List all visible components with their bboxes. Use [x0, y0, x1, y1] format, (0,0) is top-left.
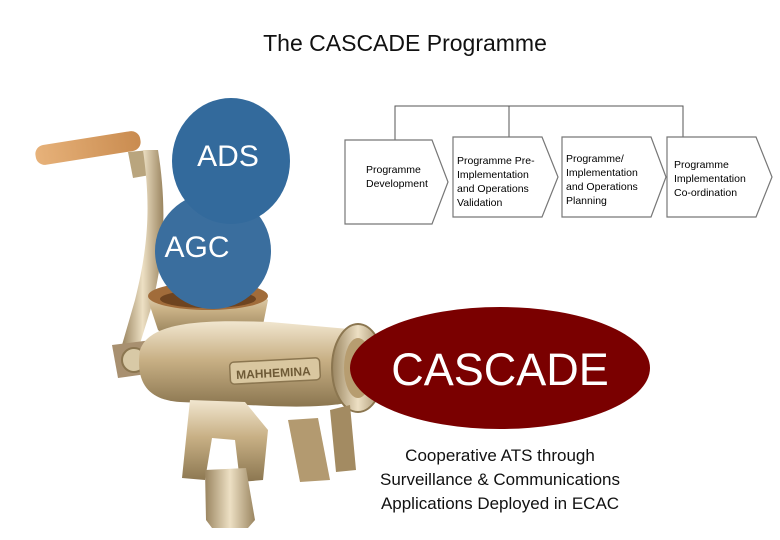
agc-label: AGC	[164, 231, 230, 264]
expansion-line: Applications Deployed in ECAC	[380, 494, 620, 513]
step-4-chevron	[666, 136, 773, 218]
embossed-text: MAHHEMINA	[236, 364, 312, 382]
page-title: The CASCADE Programme	[263, 30, 547, 56]
step-2-chevron	[452, 136, 559, 218]
wooden-handle	[35, 131, 141, 165]
embossed-plate: MAHHEMINA	[228, 357, 322, 385]
cascade-label: CASCADE	[391, 344, 609, 395]
expansion-line: Cooperative ATS through	[405, 446, 595, 465]
cascade-expansion: Cooperative ATS through Surveillance & C…	[330, 444, 670, 516]
step-3-chevron	[561, 136, 667, 218]
step-2-label: Programme Pre-Implementation and Operati…	[457, 155, 535, 209]
step-1-chevron	[344, 139, 449, 225]
expansion-line: Surveillance & Communications	[380, 470, 620, 489]
cascade-oval: CASCADE	[350, 307, 650, 429]
ads-circle: ADS	[172, 98, 290, 224]
ads-label: ADS	[197, 140, 259, 173]
